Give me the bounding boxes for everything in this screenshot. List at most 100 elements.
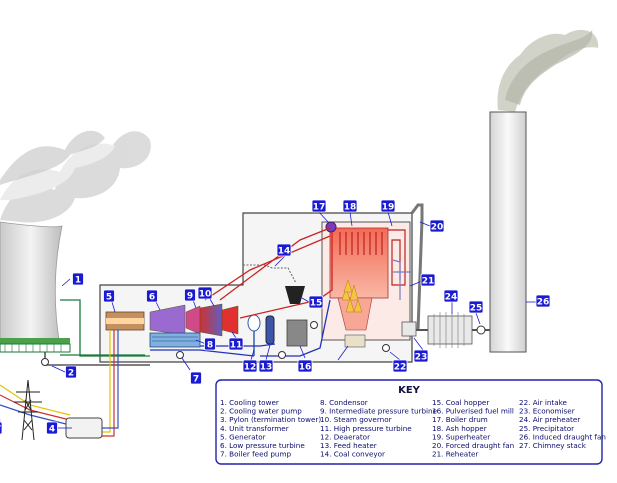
callout-label-badge	[146, 289, 158, 303]
forced-draught-fan	[382, 344, 390, 352]
callout-label-number: 10	[199, 289, 212, 299]
callout-label-27: 27	[0, 421, 3, 435]
key-entry: 3. Pylon (termination tower)	[220, 415, 321, 424]
callout-label-number: 17	[313, 202, 326, 212]
callout-label-number: 2	[68, 368, 74, 378]
callout-label-badge	[413, 349, 429, 363]
key-border	[215, 379, 603, 465]
callout-label-number: 22	[394, 362, 407, 372]
callout-label-badge	[392, 359, 408, 373]
callout-label-number: 6	[149, 292, 155, 302]
callout-label-badge	[443, 289, 459, 303]
key-entry: 24. Air preheater	[519, 415, 580, 424]
coal-hopper	[285, 286, 305, 304]
coal-conveyor	[243, 264, 297, 284]
callout-label-badge	[242, 359, 258, 373]
callout-label-badge	[184, 288, 196, 302]
callout-leader-lines	[51, 211, 537, 429]
callout-label-number: 20	[431, 222, 444, 232]
chimney-smoke	[497, 29, 599, 112]
callout-label-badge	[72, 272, 84, 286]
number-labels: 1234567891011121314151617181920212223242…	[0, 199, 551, 435]
callout-label-4: 4	[46, 421, 58, 435]
callout-label-badge	[258, 359, 274, 373]
callout-label-11: 11	[228, 337, 244, 351]
callout-label-number: 21	[422, 276, 435, 286]
callout-label-number: 5	[106, 292, 112, 302]
feed-pump	[278, 351, 286, 359]
key-entry: 15. Coal hopper	[432, 398, 489, 407]
key-entry: 22. Air intake	[519, 398, 568, 407]
key-entry: 16. Pulverised fuel mill	[432, 407, 514, 416]
pulverised-fuel-mill	[286, 319, 308, 347]
key-entry: 2. Cooling water pump	[220, 407, 302, 416]
callout-label-badge	[65, 365, 77, 379]
cooling-tower	[0, 221, 71, 353]
callout-label-26: 26	[535, 294, 551, 308]
callout-label-14: 14	[276, 243, 292, 257]
callout-label-badge	[420, 273, 436, 287]
callout-label-23: 23	[413, 349, 429, 363]
callout-label-5: 5	[103, 289, 115, 303]
callout-label-badge	[190, 371, 202, 385]
pylon	[14, 379, 42, 441]
callout-label-badge	[103, 289, 115, 303]
induced-draught-fan	[476, 325, 486, 335]
callout-label-19: 19	[380, 199, 396, 213]
chimney-stack	[489, 111, 527, 353]
callout-label-8: 8	[204, 337, 216, 351]
turbine-set	[105, 303, 239, 348]
key-entry: 4. Unit transformer	[220, 424, 289, 433]
callout-label-17: 17	[311, 199, 327, 213]
boiler-feed-pump	[176, 351, 184, 359]
callout-label-2: 2	[65, 365, 77, 379]
callout-label-number: 9	[187, 291, 193, 301]
key-entry: 9. Intermediate pressure turbine	[320, 407, 438, 416]
cooling-tower-steam	[0, 130, 151, 223]
callout-label-12: 12	[242, 359, 258, 373]
key-entry: 7. Boiler feed pump	[220, 450, 291, 459]
key-entry: 14. Coal conveyor	[320, 450, 385, 459]
callout-label-number: 13	[260, 362, 273, 372]
callout-label-number: 24	[445, 292, 458, 302]
callout-label-number: 15	[310, 298, 323, 308]
callout-label-number: 1	[75, 275, 81, 285]
mill-fan	[310, 321, 318, 329]
key-entry: 18. Ash hopper	[432, 424, 487, 433]
key-entry: 23. Economiser	[519, 407, 575, 416]
key-entry: 11. High pressure turbine	[320, 424, 412, 433]
callout-label-21: 21	[420, 273, 436, 287]
callout-label-number: 11	[230, 340, 243, 350]
callout-label-badge	[535, 294, 551, 308]
callout-label-6: 6	[146, 289, 158, 303]
callout-label-number: 14	[278, 246, 291, 256]
callout-label-16: 16	[297, 359, 313, 373]
key-entry: 1. Cooling tower	[220, 398, 279, 407]
precipitator	[427, 312, 473, 348]
key-entry: 20. Forced draught fan	[432, 441, 514, 450]
key-entry: 19. Superheater	[432, 432, 490, 441]
key-entry: 6. Low pressure turbine	[220, 441, 305, 450]
callout-label-number: 25	[470, 303, 483, 313]
callout-label-15: 15	[308, 295, 324, 309]
callout-label-number: 27	[0, 424, 1, 434]
callout-label-9: 9	[184, 288, 196, 302]
callout-label-24: 24	[443, 289, 459, 303]
callout-label-22: 22	[392, 359, 408, 373]
callout-label-1: 1	[72, 272, 84, 286]
key-entry: 13. Feed heater	[320, 441, 377, 450]
callout-label-badge	[197, 286, 213, 300]
steam-pipes	[150, 227, 333, 357]
economiser	[392, 259, 412, 300]
callout-label-number: 12	[244, 362, 257, 372]
callout-label-number: 26	[537, 297, 550, 307]
key-title: KEY	[398, 385, 421, 396]
key-entry: 8. Condensor	[320, 398, 368, 407]
callout-label-20: 20	[429, 219, 445, 233]
key-entry: 12. Deaerator	[320, 432, 370, 441]
key-entry: 21. Reheater	[432, 450, 478, 459]
callout-label-number: 8	[207, 340, 213, 350]
boiler	[321, 221, 411, 348]
